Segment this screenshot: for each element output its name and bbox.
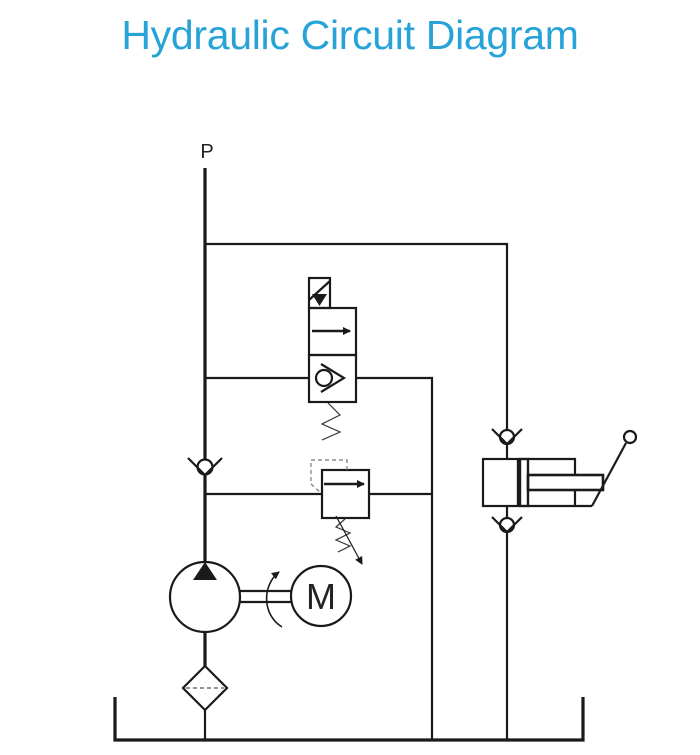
motor-label: M [306,576,336,617]
pilot-line [310,459,348,493]
spring-icon [320,402,342,441]
pressure-port-label: P [200,141,213,163]
check-ball-icon [314,368,334,388]
check-valve-main [187,457,223,477]
check-valve-upper [491,428,523,446]
rotation-arrow-icon [265,571,283,628]
adjustable-spring-icon [334,518,352,553]
solenoid-valve [307,276,358,441]
tank [113,697,585,742]
pump [168,560,291,634]
motor: M [289,564,353,628]
pressure-lines [203,168,509,740]
check-valve-lower [491,516,523,534]
lever-icon [591,442,627,507]
relief-valve [310,459,371,565]
diagram-title: Hydraulic Circuit Diagram [121,12,579,58]
cylinder [481,429,638,508]
filter [181,664,229,712]
